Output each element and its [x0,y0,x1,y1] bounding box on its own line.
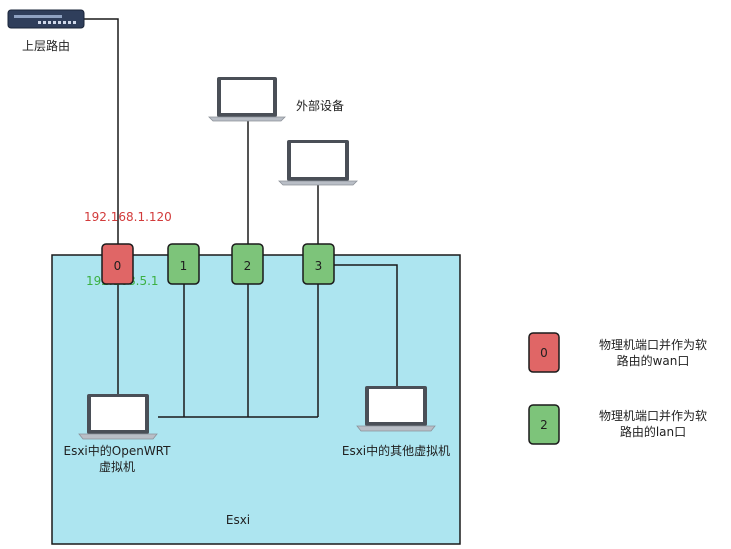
port-1-label: 1 [180,259,188,273]
port-2-label: 2 [244,259,252,273]
router-icon [7,9,85,29]
openwrt-vm-label-line2: 虚拟机 [99,460,135,474]
router-label: 上层路由 [22,38,70,53]
router-to-port0-line [84,18,119,244]
port-3: 3 [302,243,335,285]
second-external-laptop-icon [278,140,358,186]
port-2: 2 [231,243,264,285]
legend-lan-swatch [528,404,560,445]
legend-wan-text-line2: 路由的wan口 [617,353,690,368]
legend-lan: 2 物理机端口并作为软 路由的lan口 [528,404,707,445]
openwrt-vm-label-line1: Esxi中的OpenWRT [64,443,172,458]
port3-to-other-vm-line [332,264,398,388]
external-device-label: 外部设备 [296,98,344,113]
legend-lan-text-line1: 物理机端口并作为软 [599,409,707,423]
connections [84,18,398,418]
port-1: 1 [167,243,200,285]
esxi-host-label: Esxi [226,513,250,527]
port-0-label: 0 [114,259,122,273]
port-3-label: 3 [315,259,323,273]
legend-lan-port-label: 2 [540,418,548,432]
legend-wan-swatch [528,332,560,373]
external-laptop-icon [208,77,286,122]
other-vm-label: Esxi中的其他虚拟机 [342,443,450,458]
legend-wan-text-line1: 物理机端口并作为软 [599,338,707,352]
legend-wan-port-label: 0 [540,346,548,360]
legend-lan-text-line2: 路由的lan口 [620,424,686,439]
legend-wan: 0 物理机端口并作为软 路由的wan口 [528,332,707,373]
ip-wan-label: 192.168.1.120 [84,210,172,224]
port-0: 0 [101,243,134,285]
openwrt-vm-laptop-icon [78,394,158,440]
other-vm-laptop-icon [356,386,436,432]
